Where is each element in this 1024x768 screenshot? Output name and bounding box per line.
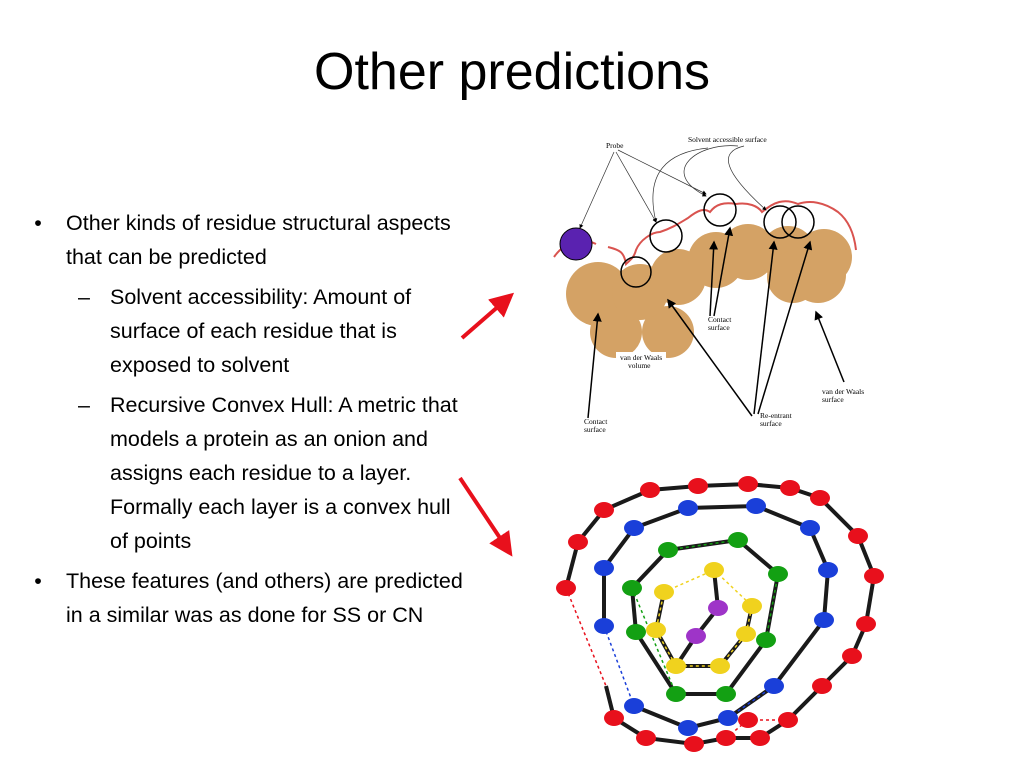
reentrant-surface-label: surface: [760, 419, 782, 428]
probe-circle: [649, 219, 683, 253]
solvent-surface-label: Solvent accessible surface: [688, 135, 767, 144]
red-arrows: [458, 292, 515, 557]
bullet-list: • Other kinds of residue structural aspe…: [28, 206, 468, 632]
bullet-text: Other kinds of residue structural aspect…: [66, 211, 451, 269]
contact-surface-label: surface: [584, 425, 606, 432]
reentrant-surface-label: Re-entrant: [760, 411, 793, 420]
slide-title: Other predictions: [314, 43, 710, 101]
third-ring-nodes: [622, 532, 788, 702]
fourth-ring-nodes: [646, 562, 762, 674]
probe-circle: [781, 205, 815, 239]
arrow-to-solvent-figure: [460, 292, 515, 340]
contact-surface-label: surface: [708, 323, 730, 332]
sub-bullet-text: Recursive Convex Hull: A metric that mod…: [110, 393, 458, 553]
probe-circle: [763, 205, 797, 239]
sub-bullet-marker: –: [78, 285, 90, 309]
core-nodes: [686, 600, 728, 644]
bullet-item: • Other kinds of residue structural aspe…: [28, 206, 468, 274]
contact-surface-label: Contact: [584, 417, 608, 426]
third-ring-edges: [630, 537, 781, 696]
probe-circle: [620, 256, 652, 288]
vdw-surface-label: van der Waals: [822, 387, 864, 396]
sub-bullet-item: – Recursive Convex Hull: A metric that m…: [28, 388, 468, 558]
bullet-marker: •: [34, 211, 42, 235]
second-ring-nodes: [594, 498, 838, 736]
probe-filled: [559, 227, 593, 261]
probe-circle: [703, 193, 737, 227]
sub-bullet-text: Solvent accessibility: Amount of surface…: [110, 285, 412, 377]
solvent-surface-diagram: van der Waals volume Probe Solvent acces…: [553, 135, 864, 432]
vdw-surface-label: surface: [822, 395, 844, 404]
bullet-text: These features (and others) are predicte…: [66, 569, 463, 627]
vdw-volume-label: volume: [628, 361, 651, 370]
sub-bullet-marker: –: [78, 393, 90, 417]
arrow-to-hull-figure: [458, 476, 513, 557]
vdw-volume-label: van der Waals: [620, 353, 662, 362]
probe-label: Probe: [606, 141, 624, 150]
sub-bullet-item: – Solvent accessibility: Amount of surfa…: [28, 280, 468, 382]
convex-hull-diagram: [556, 476, 884, 752]
contact-surface-label: Contact: [708, 315, 732, 324]
outer-ring-nodes: [556, 476, 884, 752]
bullet-item: • These features (and others) are predic…: [28, 564, 468, 632]
bullet-marker: •: [34, 569, 42, 593]
